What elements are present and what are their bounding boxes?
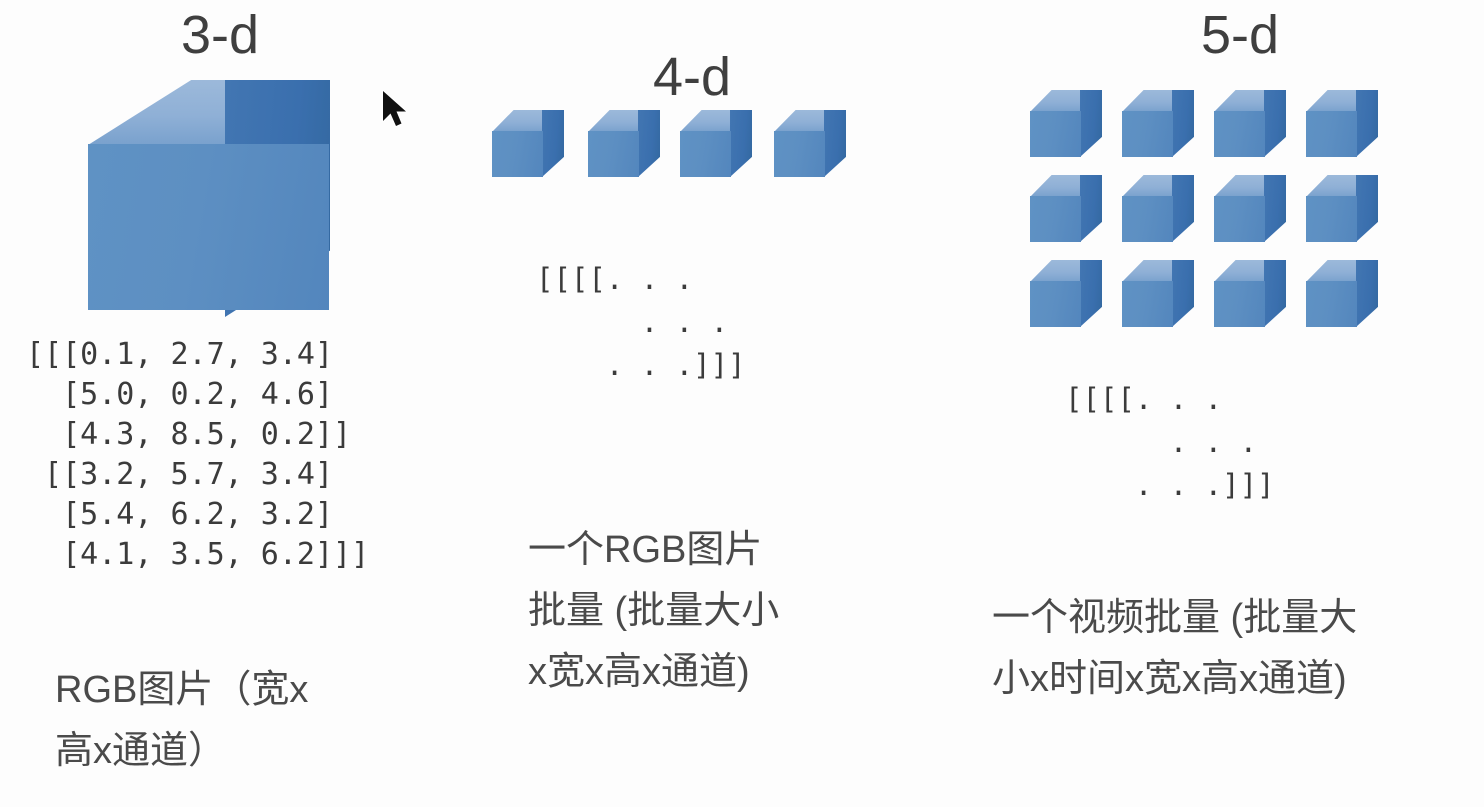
cube-item — [1306, 175, 1394, 243]
column-four-d: 4-d [[[[. . . . . . . . .]]] 一个RGB图片 批量 … — [470, 0, 970, 807]
cube-face-side — [1172, 90, 1194, 157]
cube-face-side — [730, 110, 752, 177]
cube-item — [1030, 90, 1118, 158]
cube-face-side — [1080, 260, 1102, 327]
caption-four-d: 一个RGB图片 批量 (批量大小 x宽x高x通道) — [528, 529, 780, 693]
cube-face-side — [1264, 90, 1286, 157]
cube-item — [774, 110, 862, 178]
cube-face-side — [1172, 175, 1194, 242]
cube-item — [588, 110, 676, 178]
matrix-values-three-d: [[[0.1, 2.7, 3.4] [5.0, 0.2, 4.6] [4.3, … — [26, 337, 370, 572]
cube-item — [680, 110, 768, 178]
cube-face-front — [1214, 281, 1265, 327]
cube-face-front — [1214, 111, 1265, 157]
matrix-values-four-d: [[[[. . . . . . . . .]]] — [536, 262, 746, 382]
cube-face-front — [1030, 196, 1081, 242]
cube-face-front — [492, 131, 543, 177]
cube-three-d-large — [88, 80, 348, 317]
cube-face-front — [1122, 196, 1173, 242]
cube-face-side — [1264, 175, 1286, 242]
cube-face-front — [1122, 281, 1173, 327]
column-three-d: 3-d [[[0.1, 2.7, 3.4] [5.0, 0.2, 4.6] [4… — [0, 0, 470, 807]
cube-item — [1306, 260, 1394, 328]
cube-face-front — [680, 131, 731, 177]
cube-face-side — [1080, 175, 1102, 242]
cube-item — [1122, 260, 1210, 328]
cube-face-side — [542, 110, 564, 177]
cube-face-front — [1122, 111, 1173, 157]
cube-item — [1030, 175, 1118, 243]
cube-face-front — [1306, 196, 1357, 242]
cube-face-front — [774, 131, 825, 177]
cube-item — [1214, 260, 1302, 328]
cube-face-side — [638, 110, 660, 177]
cube-item — [492, 110, 580, 178]
dim-title-five-d: 5-d — [1200, 5, 1280, 65]
cube-face-side — [1356, 260, 1378, 327]
cube-row-four-d — [492, 110, 872, 185]
cube-face-front — [1030, 281, 1081, 327]
cube-face-front — [1030, 111, 1081, 157]
cube-face-front — [1214, 196, 1265, 242]
cube-face-side — [1356, 175, 1378, 242]
cube-face-front — [1306, 281, 1357, 327]
cube-face-front — [88, 144, 329, 310]
cube-grid-five-d — [1030, 90, 1400, 330]
cube-face-side — [1264, 260, 1286, 327]
cube-face-front — [588, 131, 639, 177]
column-five-d: 5-d — [970, 0, 1484, 807]
caption-three-d: RGB图片（宽x 高x通道） — [55, 669, 309, 772]
matrix-values-five-d: [[[[. . . . . . . . .]]] — [1065, 382, 1275, 502]
cube-item — [1030, 260, 1118, 328]
dim-title-four-d: 4-d — [652, 47, 732, 107]
cube-item — [1122, 90, 1210, 158]
cube-face-side — [1172, 260, 1194, 327]
cube-item — [1306, 90, 1394, 158]
cube-face-side — [1356, 90, 1378, 157]
dim-title-three-d: 3-d — [180, 5, 260, 65]
cube-item — [1214, 175, 1302, 243]
cube-face-front — [1306, 111, 1357, 157]
cube-face-side — [1080, 90, 1102, 157]
cube-face-side — [824, 110, 846, 177]
cube-item — [1122, 175, 1210, 243]
caption-five-d: 一个视频批量 (批量大 小x时间x宽x高x通道) — [992, 597, 1358, 700]
cube-item — [1214, 90, 1302, 158]
